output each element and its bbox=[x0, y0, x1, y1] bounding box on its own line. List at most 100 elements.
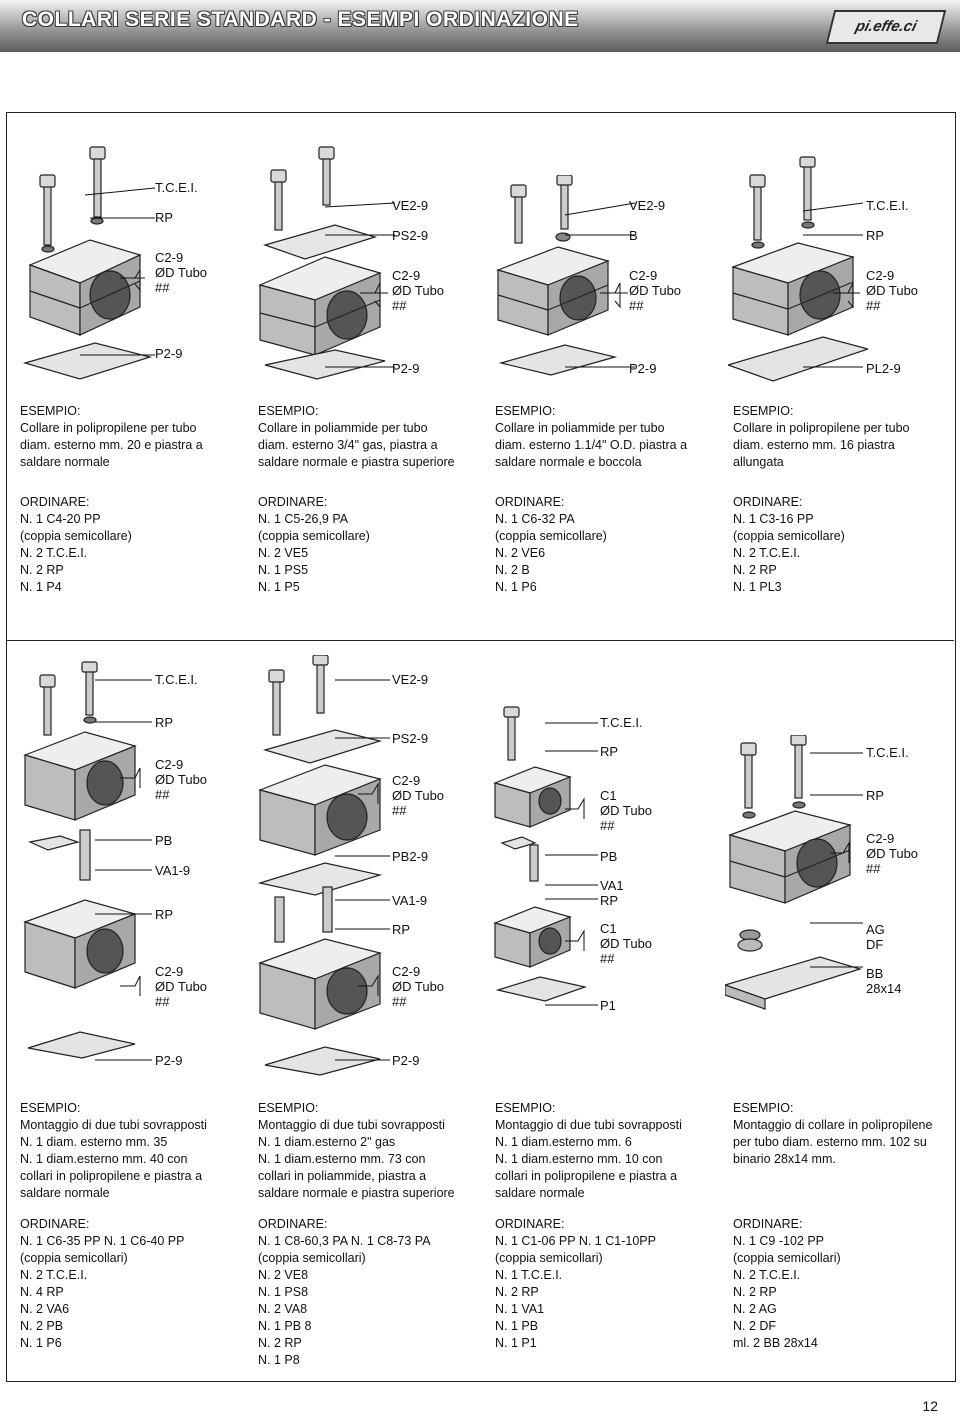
label-rp: RP bbox=[392, 922, 411, 937]
label-size: ## bbox=[629, 298, 644, 313]
order-line: N. 2 VE6 bbox=[495, 546, 546, 560]
order-line: N. 2 B bbox=[495, 563, 530, 577]
label-group: C2-9 ØD Tubo ## bbox=[155, 964, 207, 1009]
label-rp: RP bbox=[866, 788, 885, 803]
order-line: (coppia semicollari) bbox=[495, 1251, 603, 1265]
esempio-line: collari in poliammide, piastra a bbox=[258, 1169, 427, 1183]
order-line: N. 1 P4 bbox=[20, 580, 62, 594]
label-group: RP bbox=[155, 715, 173, 730]
order-line: N. 1 C6-32 PA bbox=[495, 512, 575, 526]
order-line: N. 1 C3-16 PP bbox=[733, 512, 814, 526]
label-size: ## bbox=[155, 280, 170, 295]
label-va: VA1-9 bbox=[392, 893, 428, 908]
callout-lines-5 bbox=[95, 679, 152, 1061]
label-df: DF bbox=[866, 937, 884, 952]
label-plate: P1 bbox=[600, 998, 616, 1013]
label-size: ## bbox=[155, 994, 170, 1009]
esempio-line: Collare in poliammide per tubo bbox=[495, 421, 665, 435]
esempio-line: Montaggio di due tubi sovrapposti bbox=[20, 1118, 207, 1132]
label-collar: C2-9 bbox=[392, 964, 421, 979]
label-collar: C2-9 bbox=[392, 268, 421, 283]
label-size: ## bbox=[866, 861, 881, 876]
order-line: (coppia semicollare) bbox=[20, 529, 132, 543]
ordinare-block: ORDINARE: N. 1 C6-35 PP N. 1 C6-40 PP (c… bbox=[20, 1216, 252, 1352]
esempio-heading: ESEMPIO: bbox=[495, 404, 556, 418]
order-line: N. 1 P6 bbox=[20, 1336, 62, 1350]
order-line: N. 1 C1-06 PP N. 1 C1-10PP bbox=[495, 1234, 656, 1248]
order-line: N. 2 RP bbox=[258, 1336, 302, 1350]
label-va: VA1-9 bbox=[155, 863, 191, 878]
order-line: (coppia semicollari) bbox=[733, 1251, 841, 1265]
label-collar: C1 bbox=[600, 921, 617, 936]
label-size: ## bbox=[392, 803, 407, 818]
label-collar: C2-9 bbox=[392, 773, 421, 788]
label-bb: BB bbox=[866, 966, 884, 981]
label-va: VA1 bbox=[600, 878, 624, 893]
label-tube-diameter: ØD Tubo bbox=[866, 283, 919, 298]
order-line: N. 2 AG bbox=[733, 1302, 777, 1316]
esempio-block: ESEMPIO: Collare in poliammide per tubo … bbox=[258, 403, 490, 471]
order-line: (coppia semicollari) bbox=[20, 1251, 128, 1265]
esempio-line: saldare normale e boccola bbox=[495, 455, 642, 469]
order-line: (coppia semicollare) bbox=[495, 529, 607, 543]
small-stacked-collar-illustration bbox=[493, 706, 588, 1002]
order-line: N. 1 PB 8 bbox=[258, 1319, 312, 1333]
esempio-line: Montaggio di due tubi sovrapposti bbox=[495, 1118, 682, 1132]
label-ps: PS2-9 bbox=[392, 731, 429, 746]
esempio-block: ESEMPIO: Montaggio di collare in polipro… bbox=[733, 1100, 960, 1168]
label-b: B bbox=[629, 228, 638, 243]
ordinare-block: ORDINARE: N. 1 C1-06 PP N. 1 C1-10PP (co… bbox=[495, 1216, 727, 1352]
label-collar: C2-9 bbox=[866, 831, 895, 846]
order-line: (coppia semicollare) bbox=[258, 529, 370, 543]
esempio-line: diam. esterno 3/4" gas, piastra a bbox=[258, 438, 438, 452]
order-line: N. 2 T.C.E.I. bbox=[733, 546, 801, 560]
order-line: N. 1 P1 bbox=[495, 1336, 537, 1350]
collar-illustration-2 bbox=[258, 146, 386, 380]
part-labels-stacked: T.C.E.I. bbox=[155, 672, 198, 687]
esempio-line: saldare normale bbox=[20, 1186, 110, 1200]
callout-lines-7 bbox=[545, 722, 598, 1006]
label-plate: P2-9 bbox=[629, 361, 657, 376]
esempio-line: diam. esterno mm. 20 e piastra a bbox=[20, 438, 203, 452]
esempio-line: saldare normale bbox=[20, 455, 110, 469]
label-plate: P2-9 bbox=[392, 361, 420, 376]
label-tcei: T.C.E.I. bbox=[155, 180, 198, 195]
collar-illustration-4 bbox=[728, 156, 868, 382]
label-tcei: T.C.E.I. bbox=[155, 672, 198, 687]
label-plate: PL2-9 bbox=[866, 361, 901, 376]
label-plate: P2-9 bbox=[392, 1053, 420, 1068]
order-line: N. 1 PS8 bbox=[258, 1285, 309, 1299]
order-line: N. 2 VE8 bbox=[258, 1268, 309, 1282]
order-line: N. 1 P8 bbox=[258, 1353, 300, 1367]
label-collar: C2-9 bbox=[155, 757, 184, 772]
ordinare-heading: ORDINARE: bbox=[495, 495, 565, 509]
order-line: N. 2 RP bbox=[20, 563, 64, 577]
label-tube-diameter: ØD Tubo bbox=[155, 979, 208, 994]
esempio-line: N. 1 diam.esterno 2" gas bbox=[258, 1135, 396, 1149]
label-group: C2-9 ØD Tubo ## bbox=[392, 964, 444, 1009]
ordinare-block: ORDINARE: N. 1 C3-16 PP (coppia semicoll… bbox=[733, 494, 960, 596]
label-collar: C2-9 bbox=[866, 268, 895, 283]
ordinare-heading: ORDINARE: bbox=[495, 1217, 565, 1231]
label-ve: VE2-9 bbox=[629, 198, 666, 213]
order-line: N. 1 C8-60,3 PA N. 1 C8-73 PA bbox=[258, 1234, 431, 1248]
esempio-line: saldare normale e piastra superiore bbox=[258, 1186, 455, 1200]
label-group: C1 ØD Tubo ## bbox=[600, 788, 652, 833]
order-line: N. 2 T.C.E.I. bbox=[20, 1268, 88, 1282]
callout-lines-2 bbox=[324, 202, 396, 368]
label-plate: P2-9 bbox=[155, 1053, 183, 1068]
callout-lines-3 bbox=[564, 202, 636, 368]
ordinare-block: ORDINARE: N. 1 C4-20 PP (coppia semicoll… bbox=[20, 494, 252, 596]
label-ve: VE2-9 bbox=[392, 198, 429, 213]
label-size: ## bbox=[155, 787, 170, 802]
esempio-line: diam. esterno 1.1/4" O.D. piastra a bbox=[495, 438, 688, 452]
esempio-heading: ESEMPIO: bbox=[733, 1101, 794, 1115]
esempio-line: N. 1 diam.esterno mm. 6 bbox=[495, 1135, 632, 1149]
ordinare-block: ORDINARE: N. 1 C9 -102 PP (coppia semico… bbox=[733, 1216, 960, 1352]
label-size: ## bbox=[600, 818, 615, 833]
order-line: N. 2 DF bbox=[733, 1319, 777, 1333]
ordinare-block: ORDINARE: N. 1 C6-32 PA (coppia semicoll… bbox=[495, 494, 727, 596]
label-tcei: T.C.E.I. bbox=[866, 745, 909, 760]
esempio-heading: ESEMPIO: bbox=[20, 404, 81, 418]
order-line: N. 2 VE5 bbox=[258, 546, 309, 560]
